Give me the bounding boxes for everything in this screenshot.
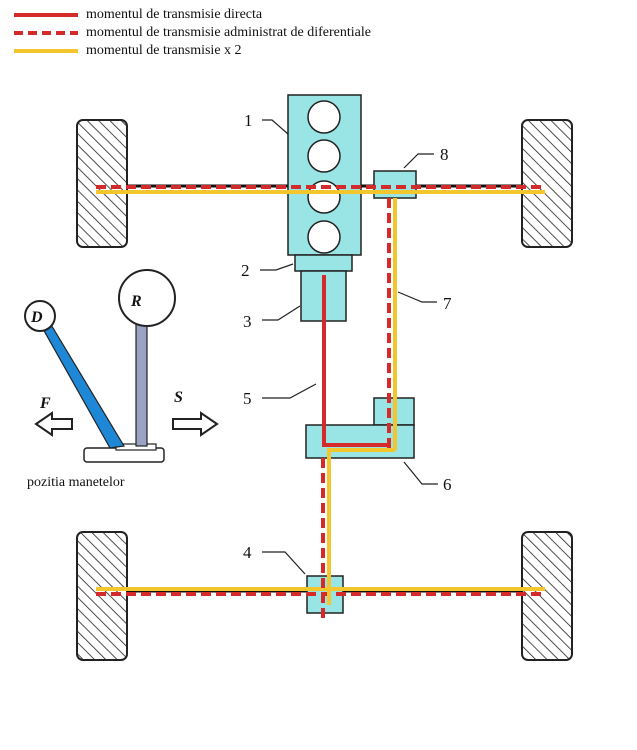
leader-line: [262, 305, 301, 321]
part-label-3: 3: [243, 312, 252, 331]
lever-d-knob: [24, 300, 56, 332]
legend-label: momentul de transmisie administrat de di…: [86, 25, 371, 40]
part-label-6: 6: [443, 475, 452, 494]
part-label-1: 1: [244, 111, 253, 130]
main-shaft-torque-direct: [322, 275, 389, 447]
legend-item-direct: momentul de transmisie directa: [14, 6, 371, 24]
legend: momentul de transmisie directa momentul …: [14, 6, 371, 60]
leader-line: [262, 551, 306, 575]
wheel-front-right: [521, 119, 573, 248]
cylinder: [307, 139, 341, 173]
levers-caption: pozitia manetelor: [27, 475, 125, 490]
arrow-f-label: F: [39, 395, 51, 412]
wheel-rear-right: [521, 531, 573, 661]
clutch: [294, 254, 353, 272]
wheel-front-left: [76, 119, 128, 248]
legend-swatch-solid-red: [14, 13, 78, 17]
leader-line: [262, 383, 317, 399]
legend-item-differential: momentul de transmisie administrat de di…: [14, 24, 371, 42]
part-label-4: 4: [243, 543, 252, 562]
leader-line: [260, 263, 294, 271]
lever-r-label: R: [130, 293, 142, 310]
arrow-right-icon: [172, 411, 219, 437]
part-label-7: 7: [443, 294, 452, 313]
lever-r-stick: [135, 321, 148, 447]
lever-d-label: D: [30, 309, 43, 326]
legend-label: momentul de transmisie x 2: [86, 43, 242, 58]
leader-line: [262, 119, 289, 135]
leader-line: [403, 153, 434, 169]
legend-swatch-yellow: [14, 49, 78, 53]
arrow-left-icon: [34, 411, 73, 437]
transfer-torque-x2: [327, 448, 395, 605]
part-label-2: 2: [241, 261, 250, 280]
leader-line: [403, 461, 438, 485]
legend-label: momentul de transmisie directa: [86, 7, 263, 22]
part-label-5: 5: [243, 389, 252, 408]
part-label-8: 8: [440, 145, 449, 164]
legend-swatch-dashed-red: [14, 31, 78, 35]
lever-r-knob: [118, 269, 176, 327]
cylinder: [307, 220, 341, 254]
leader-line: [397, 291, 437, 303]
legend-item-double: momentul de transmisie x 2: [14, 42, 371, 60]
arrow-s-label: S: [174, 389, 183, 406]
cylinder: [307, 100, 341, 134]
